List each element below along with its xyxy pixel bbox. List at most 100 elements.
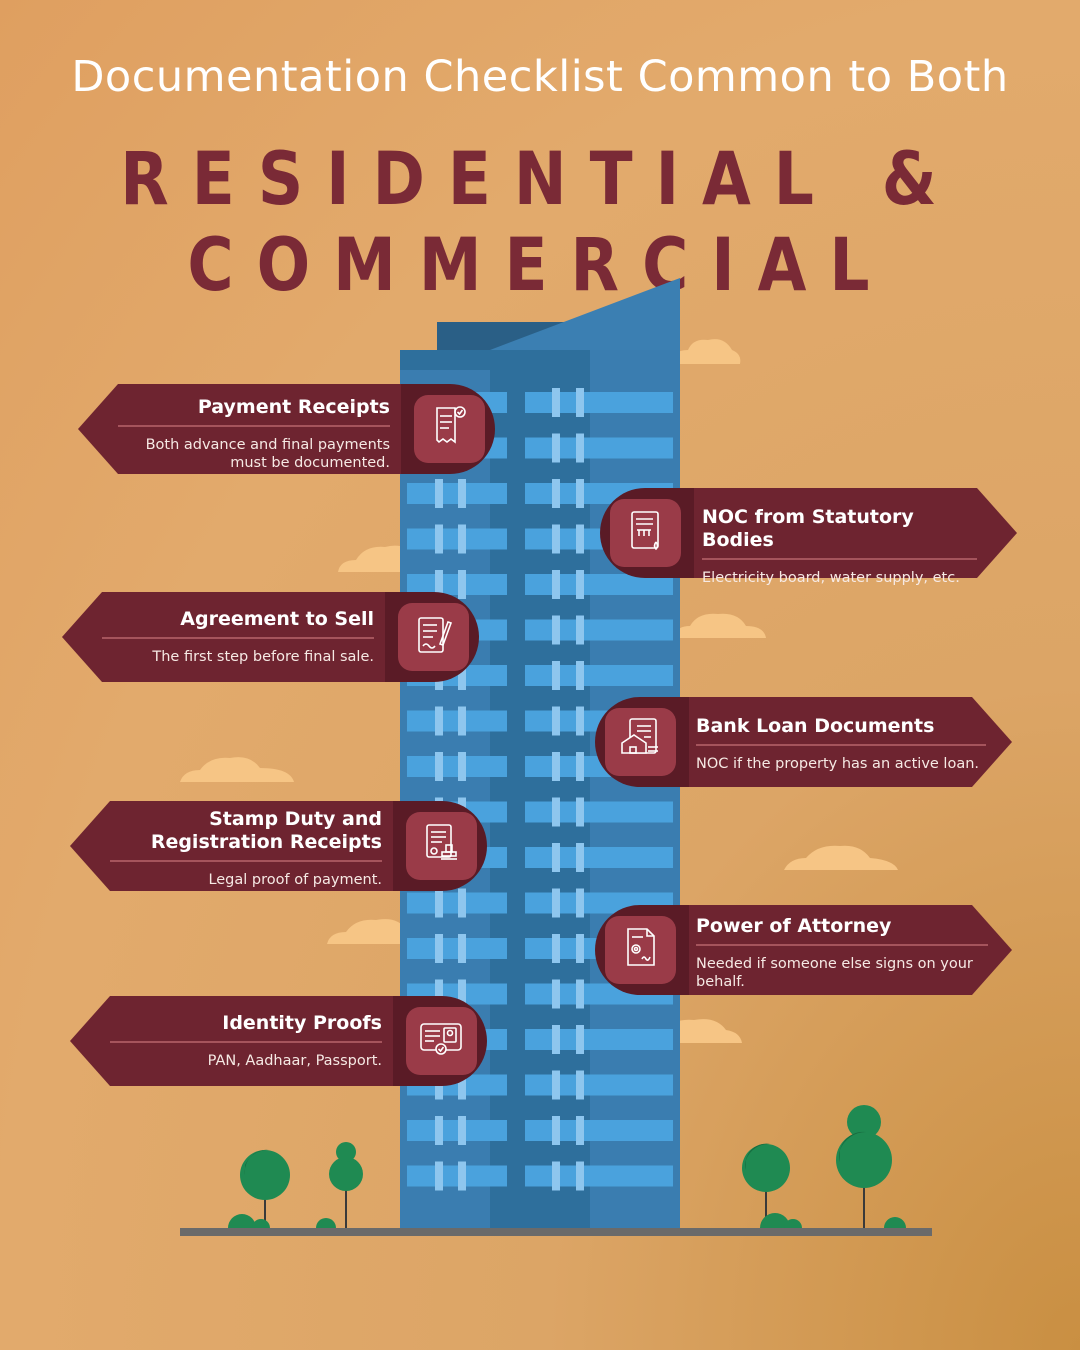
- contract-pen-icon: [418, 617, 453, 653]
- window-band: [525, 574, 673, 595]
- bush: [228, 1214, 256, 1228]
- item-description: Needed if someone else signs on your beh…: [696, 956, 973, 990]
- window-mullion: [552, 1161, 560, 1191]
- window-mullion: [552, 979, 560, 1009]
- window-mullion: [576, 1116, 584, 1145]
- window-mullion: [552, 797, 560, 827]
- window-mullion: [576, 1161, 584, 1191]
- window-mullion: [458, 979, 466, 1009]
- window-mullion: [458, 479, 466, 508]
- window-band: [525, 1074, 673, 1096]
- window-mullion: [576, 388, 584, 417]
- checklist-item-bank-loan: Bank Loan Documents NOC if the property …: [592, 697, 1012, 787]
- window-mullion: [552, 570, 560, 599]
- divider: [118, 425, 390, 427]
- certificate-icon: [631, 511, 659, 551]
- stamp-document-icon: [426, 824, 457, 860]
- window-band: [407, 483, 507, 504]
- cloud: [784, 845, 898, 870]
- item-description: PAN, Aadhaar, Passport.: [207, 1053, 382, 1069]
- window-mullion: [435, 479, 443, 508]
- window-mullion: [576, 797, 584, 827]
- window-mullion: [458, 570, 466, 599]
- bush: [884, 1217, 906, 1228]
- window-mullion: [576, 479, 584, 508]
- window-mullion: [576, 706, 584, 736]
- checklist-item-stamp-duty: Stamp Duty and Registration Receipts Leg…: [70, 801, 490, 891]
- window-band: [407, 1165, 507, 1187]
- window-band: [407, 756, 507, 777]
- window-mullion: [552, 934, 560, 963]
- item-title: Agreement to Sell: [180, 608, 374, 630]
- checklist-item-agreement-to-sell: Agreement to Sell The first step before …: [62, 592, 482, 682]
- window-mullion: [435, 706, 443, 736]
- window-mullion: [552, 706, 560, 736]
- item-description: Electricity board, water supply, etc.: [702, 570, 960, 586]
- window-band: [525, 665, 673, 686]
- cloud: [670, 339, 741, 364]
- window-mullion: [552, 524, 560, 554]
- bush: [784, 1219, 802, 1228]
- item-title: Stamp Duty and Registration Receipts: [150, 808, 382, 853]
- window-mullion: [576, 570, 584, 599]
- tree: [836, 1105, 892, 1228]
- bush: [760, 1213, 790, 1228]
- cloud: [327, 919, 420, 944]
- window-band: [525, 392, 673, 413]
- window-mullion: [435, 888, 443, 918]
- window-mullion: [552, 752, 560, 781]
- window-mullion: [552, 479, 560, 508]
- cloud: [180, 757, 294, 782]
- ground-line: [180, 1228, 932, 1236]
- divider: [696, 944, 988, 946]
- trees: [228, 1105, 906, 1228]
- receipt-icon: [436, 406, 466, 444]
- id-card-icon: [420, 1023, 462, 1055]
- window-band: [525, 1165, 673, 1187]
- divider: [702, 558, 977, 560]
- window-mullion: [435, 1161, 443, 1191]
- window-band: [407, 1120, 507, 1141]
- item-title: Payment Receipts: [197, 396, 390, 418]
- page-title: Documentation Checklist Common to Both: [71, 52, 1009, 102]
- divider: [110, 860, 382, 862]
- bush: [316, 1218, 336, 1228]
- window-band: [407, 938, 507, 959]
- item-description: The first step before final sale.: [152, 649, 374, 665]
- window-mullion: [458, 1116, 466, 1145]
- window-mullion: [552, 388, 560, 417]
- divider: [102, 637, 374, 639]
- tree: [329, 1142, 363, 1228]
- window-band: [525, 801, 673, 823]
- item-description: Legal proof of payment.: [208, 872, 382, 888]
- window-mullion: [458, 706, 466, 736]
- window-mullion: [458, 1161, 466, 1191]
- window-mullion: [458, 661, 466, 690]
- window-mullion: [552, 1025, 560, 1054]
- checklist-item-noc-statutory: NOC from Statutory Bodies Electricity bo…: [597, 488, 1017, 586]
- window-band: [525, 437, 673, 459]
- window-mullion: [458, 888, 466, 918]
- item-title: NOC from Statutory Bodies: [702, 506, 914, 551]
- window-mullion: [435, 524, 443, 554]
- window-mullion: [576, 433, 584, 463]
- item-description: Both advance and final payments must be …: [145, 437, 390, 471]
- window-mullion: [552, 661, 560, 690]
- item-title: Identity Proofs: [222, 1012, 382, 1034]
- window-mullion: [435, 1116, 443, 1145]
- window-mullion: [576, 1070, 584, 1100]
- card-shape: [600, 488, 1017, 578]
- signed-document-icon: [627, 928, 655, 966]
- window-band: [525, 1029, 673, 1050]
- checklist-item-payment-receipts: Payment Receipts Both advance and final …: [78, 384, 498, 474]
- window-band: [525, 847, 673, 868]
- card-shape: [70, 801, 487, 891]
- window-mullion: [458, 1070, 466, 1100]
- window-mullion: [576, 752, 584, 781]
- window-mullion: [576, 524, 584, 554]
- divider: [110, 1041, 382, 1043]
- home-loan-document-icon: [621, 718, 658, 754]
- page-subtitle: RESIDENTIAL & COMMERCIAL: [120, 135, 960, 309]
- window-band: [407, 710, 507, 732]
